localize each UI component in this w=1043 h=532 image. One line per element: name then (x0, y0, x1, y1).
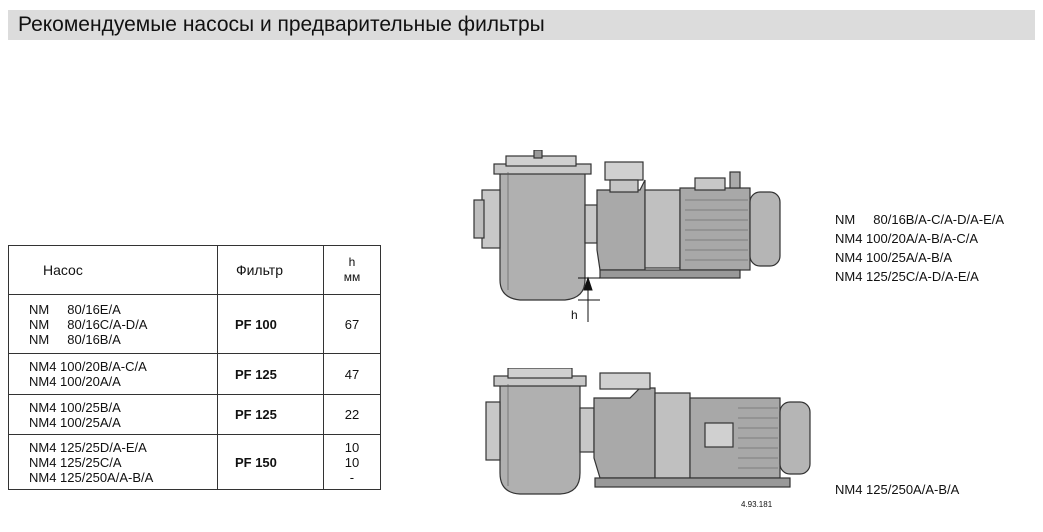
header-h-symbol: h (348, 255, 356, 269)
header-h-unit: мм (343, 270, 361, 284)
pump-cell: NM 80/16E/A NM 80/16C/A-D/A NM 80/16B/A (8, 294, 218, 354)
pump-model: NM4 100/20B/A-C/A (29, 359, 147, 374)
top-drawing-models: NM 80/16B/A-C/A-D/A-E/A NM4 100/20A/A-B/… (835, 210, 1004, 286)
model-label: NM 80/16B/A-C/A-D/A-E/A (835, 212, 1005, 227)
h-value: 47 (344, 366, 360, 382)
pump-drawing-top (473, 150, 781, 322)
table-header-row: Насос Фильтр h мм (8, 245, 382, 295)
pump-model: NM 80/16C/A-D/A (29, 316, 148, 332)
pump-cell: NM4 100/20B/A-C/A NM4 100/20A/A (8, 353, 218, 395)
h-value: 67 (344, 316, 360, 332)
model-label: NM4 100/20A/A-B/A-C/A (835, 231, 979, 246)
pump-cell: NM4 125/25D/A-E/A NM4 125/25C/A NM4 125/… (8, 434, 218, 490)
page-title: Рекомендуемые насосы и предварительные ф… (8, 10, 1035, 40)
header-h: h мм (322, 245, 382, 295)
pump-model: NM4 100/25A/A (29, 414, 121, 430)
pump-model: NM 80/16E/A (29, 301, 121, 317)
filter-cell: PF 125 (216, 394, 324, 435)
pump-cell: NM4 100/25B/A NM4 100/25A/A (8, 394, 218, 435)
table-row: NM4 125/25D/A-E/A NM4 125/25C/A NM4 125/… (8, 434, 382, 490)
dimension-h-label: h (571, 308, 578, 322)
pump-model: NM4 125/250A/A-B/A (29, 469, 154, 485)
h-value: 10 (344, 439, 360, 455)
model-label: NM4 125/25C/A-D/A-E/A (835, 269, 979, 284)
pump-model: NM4 125/25D/A-E/A (29, 439, 147, 455)
filter-cell: PF 150 (216, 434, 324, 490)
pump-model: NM 80/16B/A (29, 331, 121, 347)
bottom-drawing-model: NM4 125/250A/A-B/A (835, 482, 960, 497)
h-cell: 67 (322, 294, 382, 354)
pump-model: NM4 100/25B/A (29, 399, 121, 415)
pump-filter-table: Насос Фильтр h мм NM 80/16E/A NM 80/16C/… (8, 245, 382, 490)
h-cell: 47 (322, 353, 382, 395)
pump-drawing-bottom (485, 368, 811, 495)
table-row: NM4 100/20B/A-C/A NM4 100/20A/A PF 125 4… (8, 353, 382, 395)
pump-model: NM4 100/20A/A (29, 374, 121, 389)
header-pump: Насос (8, 245, 218, 295)
header-filter: Фильтр (216, 245, 324, 295)
table-row: NM4 100/25B/A NM4 100/25A/A PF 125 22 (8, 394, 382, 435)
h-value: 10 (344, 454, 360, 470)
h-cell: 10 10 - (322, 434, 382, 490)
model-label: NM4 100/25A/A-B/A (835, 250, 953, 265)
pump-model: NM4 125/25C/A (29, 454, 122, 470)
table-row: NM 80/16E/A NM 80/16C/A-D/A NM 80/16B/A … (8, 294, 382, 354)
h-cell: 22 (322, 394, 382, 435)
drawing-reference-code: 4.93.181 (741, 500, 773, 509)
filter-cell: PF 100 (216, 294, 324, 354)
filter-cell: PF 125 (216, 353, 324, 395)
h-value: 22 (344, 407, 360, 422)
h-value: - (349, 469, 355, 485)
